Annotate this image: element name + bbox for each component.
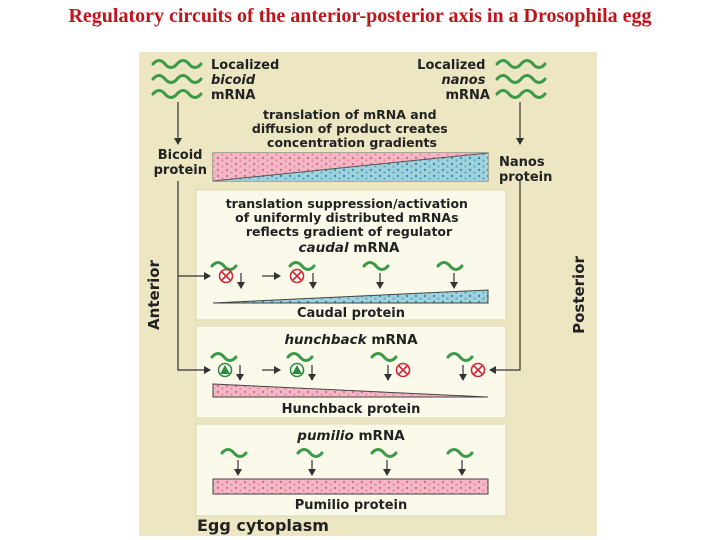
pumilio-protein-bar: [212, 478, 489, 495]
nanos-mrna-waves: [495, 59, 547, 99]
posterior-flow-line: [489, 181, 521, 374]
slide-title: Regulatory circuits of the anterior-post…: [68, 5, 652, 27]
hunchback-suppression-icon: [395, 362, 411, 378]
hunchback-protein-bar: [212, 383, 489, 398]
caudal-mrna-label: caudal mRNA: [298, 240, 400, 256]
hunchback-activation-icon: [217, 362, 233, 378]
hunchback-mrna-label: hunchback mRNA: [284, 332, 418, 348]
hunchback-mrna-waves: [210, 352, 474, 362]
posterior-label: Posterior: [570, 255, 588, 333]
egg-cytoplasm-label: Egg cytoplasm: [197, 516, 329, 535]
pumilio-arrows: [234, 460, 466, 476]
pumilio-protein-label: Pumilio protein: [295, 498, 408, 513]
caudal-suppression-icon: [218, 268, 234, 284]
caudal-mrna-waves: [210, 261, 464, 271]
translation-note: translation of mRNA and diffusion of pro…: [252, 107, 452, 150]
localized-bicoid-label: Localized bicoid mRNA: [211, 58, 284, 103]
bicoid-mrna-waves: [151, 59, 203, 99]
anterior-flow-line: [177, 181, 211, 374]
hunchback-arrows: [236, 365, 467, 381]
pumilio-mrna-waves: [220, 448, 474, 458]
hunchback-suppression-icon: [470, 362, 486, 378]
caudal-arrows: [237, 272, 458, 289]
hunchback-panel: [195, 325, 507, 419]
nanos-protein-label: Nanos protein: [499, 155, 552, 185]
caudal-suppression-icon: [289, 268, 305, 284]
caudal-protein-label: Caudal protein: [297, 306, 405, 321]
hunchback-activation-icon: [289, 362, 305, 378]
bicoid-protein-label: Bicoid protein: [154, 148, 207, 178]
anterior-label: Anterior: [145, 259, 163, 329]
bicoid-nanos-gradient-bar: [212, 152, 489, 182]
hunchback-protein-label: Hunchback protein: [282, 402, 421, 417]
caudal-protein-bar: [212, 289, 489, 304]
pumilio-panel: [195, 423, 507, 517]
suppression-note: translation suppression/activation of un…: [226, 196, 473, 239]
pumilio-mrna-label: pumilio mRNA: [296, 428, 405, 444]
localized-nanos-label: Localized nanos mRNA: [417, 58, 490, 103]
